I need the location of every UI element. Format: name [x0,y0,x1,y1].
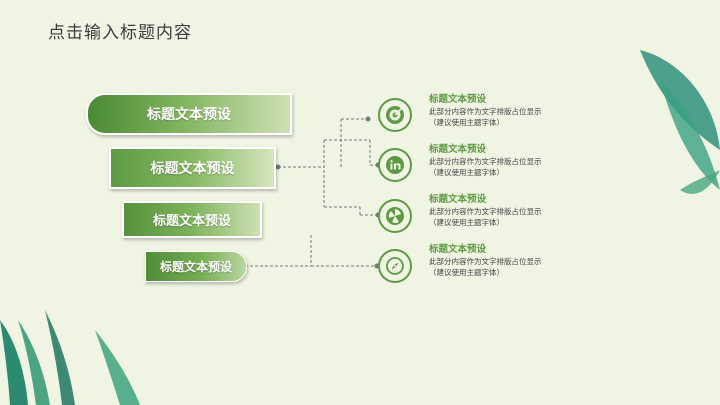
bar-label-1[interactable]: 标题文本预设 [86,93,292,135]
info-note: （建议使用主题字体） [429,168,504,177]
info-item-3: 标题文本预设 此部分内容作为文字排版占位显示 （建议使用主题字体） [429,194,579,228]
linkedin-icon [378,148,412,182]
info-note: （建议使用主题字体） [429,218,504,227]
info-item-1: 标题文本预设 此部分内容作为文字排版占位显示 （建议使用主题字体） [429,94,579,128]
target-icon [378,98,412,132]
info-desc: 此部分内容作为文字排版占位显示 [429,157,542,166]
bar-label-4[interactable]: 标题文本预设 [145,251,247,282]
leaf-bottom-left-decoration [0,310,140,405]
info-title[interactable]: 标题文本预设 [429,194,487,205]
info-note: （建议使用主题字体） [429,268,504,277]
info-desc: 此部分内容作为文字排版占位显示 [429,257,542,266]
info-item-2: 标题文本预设 此部分内容作为文字排版占位显示 （建议使用主题字体） [429,144,579,178]
pinwheel-icon [378,199,412,233]
leaf-top-right-decoration [640,50,720,194]
info-title[interactable]: 标题文本预设 [429,244,487,255]
info-title[interactable]: 标题文本预设 [429,94,487,105]
compass-icon [378,249,412,283]
bar-label-3[interactable]: 标题文本预设 [122,201,262,238]
info-desc: 此部分内容作为文字排版占位显示 [429,107,542,116]
info-title[interactable]: 标题文本预设 [429,144,487,155]
info-desc: 此部分内容作为文字排版占位显示 [429,207,542,216]
info-note: （建议使用主题字体） [429,118,504,127]
info-item-4: 标题文本预设 此部分内容作为文字排版占位显示 （建议使用主题字体） [429,244,579,278]
slide-title[interactable]: 点击输入标题内容 [48,23,192,43]
bar-label-2[interactable]: 标题文本预设 [109,147,276,189]
